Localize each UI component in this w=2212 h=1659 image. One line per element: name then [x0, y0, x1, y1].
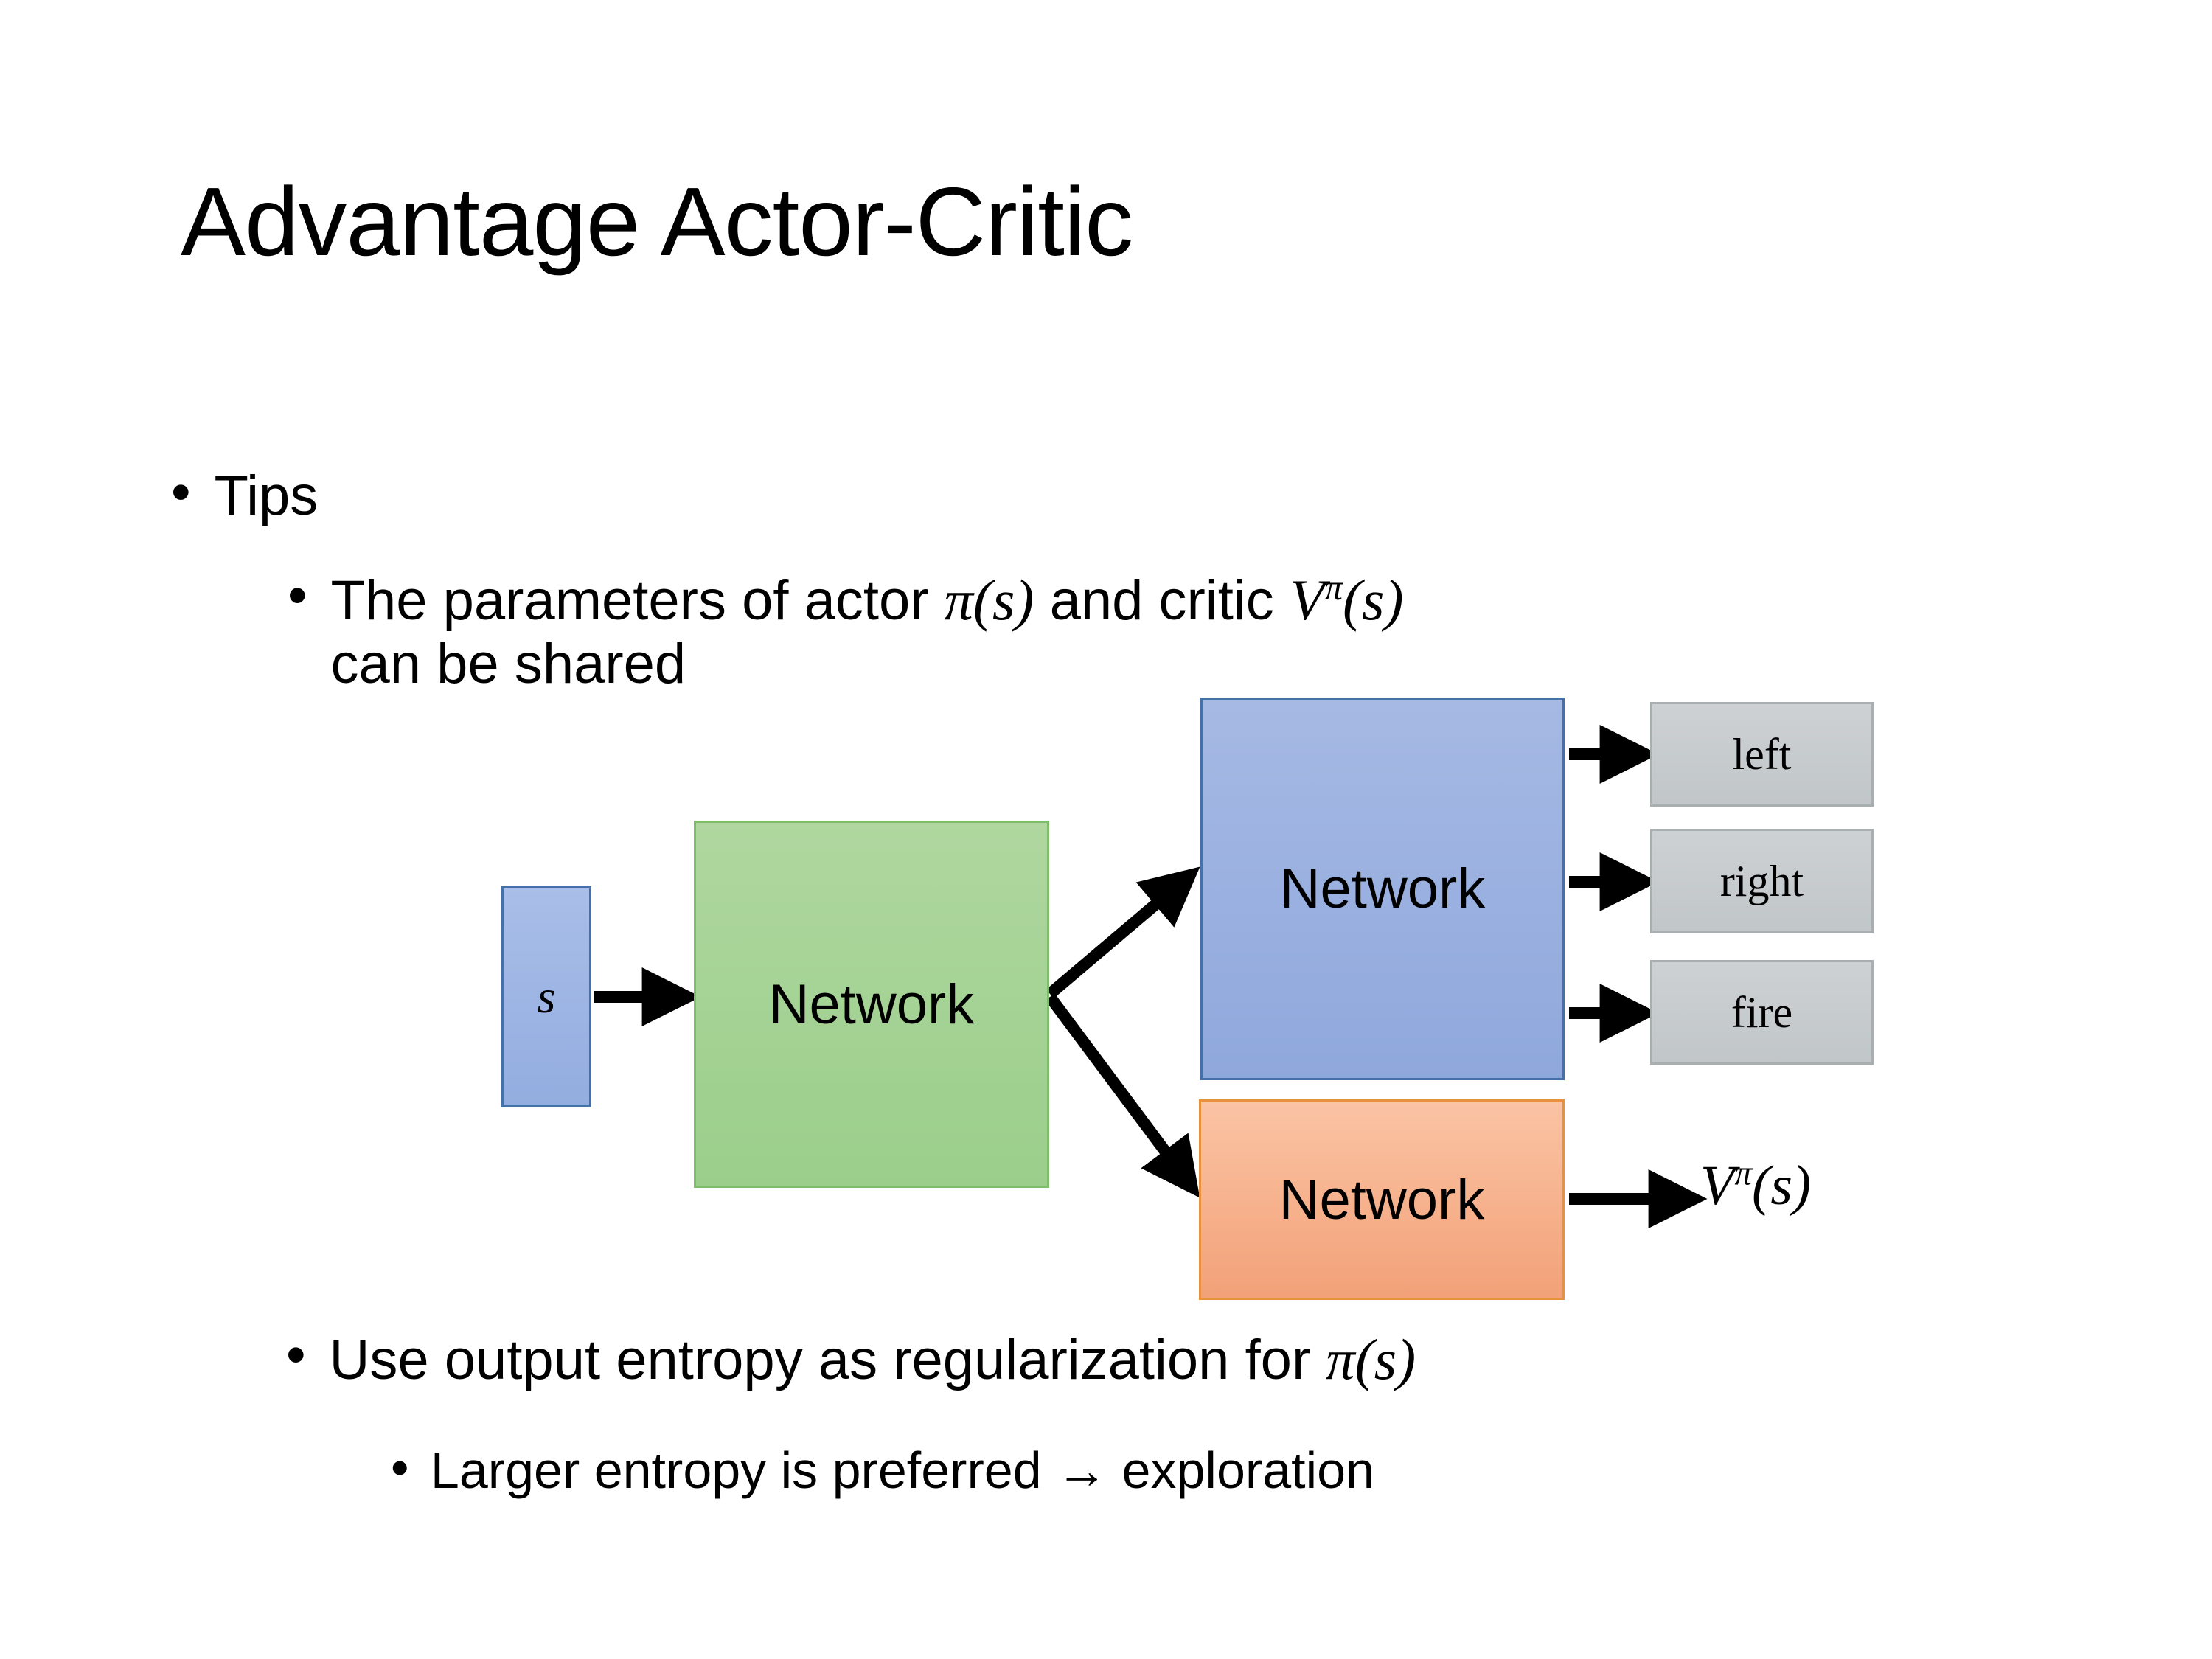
math-pi-of-s: π(s): [1326, 1327, 1416, 1391]
value-output-args: (s): [1752, 1155, 1812, 1217]
critic-network-label: Network: [1279, 1168, 1485, 1231]
critic-network-box[interactable]: Network: [1199, 1099, 1565, 1300]
bullet-tips: • Tips: [171, 461, 319, 528]
action-output-fire[interactable]: fire: [1650, 960, 1874, 1065]
actor-network-label: Network: [1279, 858, 1486, 920]
math-pi-of-s: π(s): [945, 568, 1034, 632]
math-v-args: (s): [1342, 568, 1404, 632]
value-output-superscript-pi: π: [1734, 1154, 1753, 1193]
state-input-box[interactable]: s: [501, 886, 591, 1107]
text-parameters-of-actor: The parameters of actor: [330, 569, 945, 632]
action-output-right-label: right: [1719, 856, 1804, 905]
actor-network-box[interactable]: Network: [1200, 698, 1565, 1080]
math-pi-args: (s): [973, 568, 1034, 632]
action-output-fire-label: fire: [1731, 987, 1793, 1037]
value-output-base: V: [1700, 1155, 1735, 1217]
shared-network-box[interactable]: Network: [694, 821, 1049, 1188]
bullet-entropy-regularization: • Use output entropy as regularization f…: [286, 1327, 1416, 1392]
bullet-entropy-body: Use output entropy as regularization for…: [330, 1327, 1416, 1392]
bullet-marker: •: [288, 564, 307, 627]
bullet-marker: •: [391, 1439, 409, 1496]
arrow-shared-to-actor: [1046, 866, 1200, 999]
bullet-shared-parameters-body: The parameters of actor π(s) and critic …: [331, 568, 1585, 695]
arrow-shared-to-critic: [1045, 993, 1200, 1198]
text-can-be-shared: can be shared: [330, 632, 686, 695]
math-v-superscript-pi: π: [1324, 568, 1343, 608]
action-output-left-label: left: [1732, 729, 1792, 779]
bullet-shared-parameters: • The parameters of actor π(s) and criti…: [288, 568, 1585, 695]
text-use-output-entropy: Use output entropy as regularization for: [329, 1329, 1326, 1391]
value-output-formula: Vπ(s): [1700, 1154, 1811, 1218]
bullet-marker: •: [171, 461, 191, 524]
page-title: Advantage Actor-Critic: [181, 167, 1133, 276]
math-v-base: V: [1289, 568, 1325, 632]
math-pi-args: (s): [1354, 1327, 1416, 1391]
action-output-right[interactable]: right: [1650, 829, 1874, 933]
math-pi-base: π: [944, 568, 973, 632]
math-v-pi-of-s: Vπ(s): [1290, 568, 1404, 632]
math-pi-base: π: [1326, 1327, 1355, 1391]
action-output-left[interactable]: left: [1650, 702, 1874, 807]
shared-network-label: Network: [768, 973, 975, 1036]
state-input-label: s: [537, 970, 556, 1023]
bullet-larger-entropy-label: Larger entropy is preferred → exploratio…: [430, 1441, 1375, 1499]
text-and-critic: and critic: [1034, 569, 1290, 632]
bullet-marker: •: [286, 1324, 306, 1386]
bullet-tips-label: Tips: [214, 465, 319, 527]
bullet-larger-entropy: • Larger entropy is preferred → explorat…: [391, 1441, 1374, 1499]
